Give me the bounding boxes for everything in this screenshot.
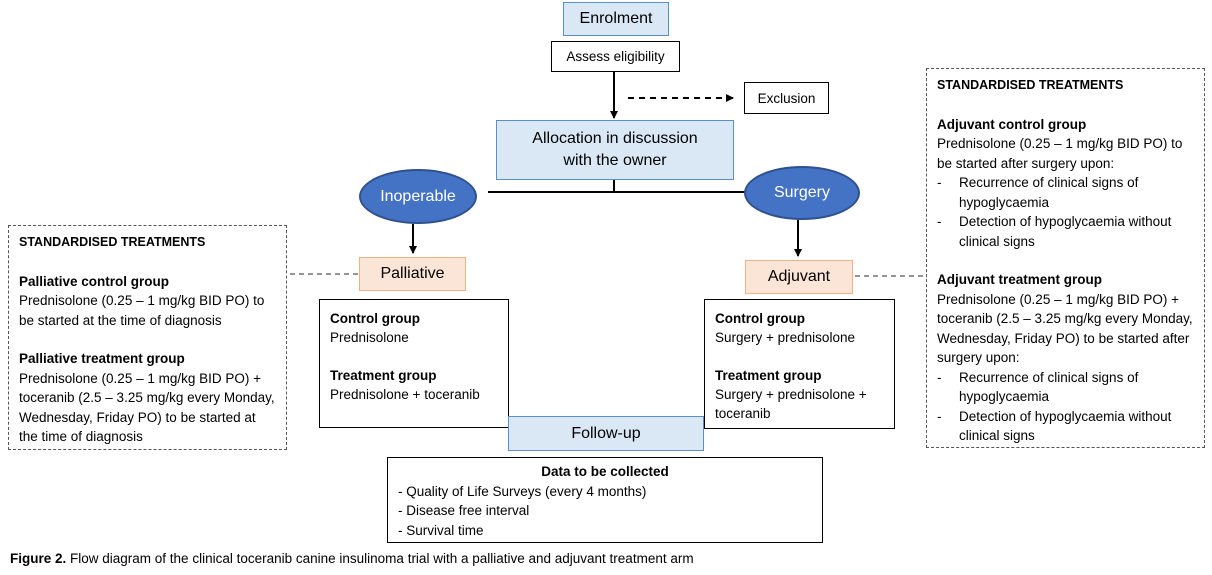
surgery-node: Surgery <box>744 166 860 220</box>
exclusion-node: Exclusion <box>744 82 829 114</box>
adjuvant-treatment-text: Surgery + prednisolone + toceranib <box>715 387 867 421</box>
inoperable-label: Inoperable <box>380 187 456 205</box>
data-collected-box: Data to be collected - Quality of Life S… <box>387 457 823 543</box>
list-item: -Detection of hypoglycaemia without clin… <box>937 214 1172 249</box>
palliative-control-title: Control group <box>330 311 420 326</box>
adjuvant-groups-box: Control group Surgery + prednisolone Tre… <box>704 299 895 429</box>
data-collected-item: - Survival time <box>398 522 484 538</box>
palliative-label: Palliative <box>380 265 445 282</box>
palliative-treatment-title: Treatment group <box>330 368 437 383</box>
data-collected-title: Data to be collected <box>541 464 669 479</box>
assess-eligibility-node: Assess eligibility <box>551 41 680 72</box>
adjuvant-control-title: Control group <box>715 311 805 326</box>
list-item: -Detection of hypoglycaemia without clin… <box>937 408 1172 444</box>
adjuvant-label: Adjuvant <box>767 268 831 285</box>
followup-label: Follow-up <box>571 424 641 442</box>
followup-node: Follow-up <box>508 416 704 451</box>
adjuvant-treatment-group-text: Prednisolone (0.25 – 1 mg/kg BID PO) + t… <box>937 291 1193 366</box>
exclusion-label: Exclusion <box>757 90 816 106</box>
allocation-node: Allocation in discussion with the owner <box>496 120 734 180</box>
figure-caption: Figure 2. Flow diagram of the clinical t… <box>10 551 694 566</box>
adjuvant-treatment-group-title: Adjuvant treatment group <box>937 272 1103 287</box>
left-panel-heading: STANDARDISED TREATMENTS <box>19 235 206 249</box>
palliative-control-group-title: Palliative control group <box>19 273 170 289</box>
adjuvant-control-group-title: Adjuvant control group <box>937 116 1087 132</box>
enrolment-label: Enrolment <box>579 10 653 27</box>
inoperable-node: Inoperable <box>359 169 477 224</box>
palliative-treatment-group-text: Prednisolone (0.25 – 1 mg/kg BID PO) + t… <box>19 370 275 445</box>
caption-text: Flow diagram of the clinical toceranib c… <box>66 551 694 566</box>
assess-eligibility-label: Assess eligibility <box>566 49 665 64</box>
palliative-groups-box: Control group Prednisolone Treatment gro… <box>319 299 509 428</box>
palliative-control-text: Prednisolone <box>330 330 409 345</box>
adjuvant-control-group-text: Prednisolone (0.25 – 1 mg/kg BID PO) to … <box>937 136 1183 171</box>
right-panel-heading: STANDARDISED TREATMENTS <box>937 78 1124 92</box>
data-collected-item: - Disease free interval <box>398 503 530 518</box>
palliative-treatment-text: Prednisolone + toceranib <box>330 387 480 402</box>
right-standardised-treatments-panel: STANDARDISED TREATMENTS Adjuvant control… <box>926 68 1205 448</box>
palliative-control-group-text: Prednisolone (0.25 – 1 mg/kg BID PO) to … <box>19 293 265 328</box>
caption-label: Figure 2. <box>10 551 67 566</box>
left-standardised-treatments-panel: STANDARDISED TREATMENTS Palliative contr… <box>8 225 287 450</box>
adjuvant-treatment-title: Treatment group <box>715 368 822 383</box>
enrolment-node: Enrolment <box>563 2 669 36</box>
palliative-node: Palliative <box>359 257 466 291</box>
surgery-label: Surgery <box>773 184 831 201</box>
list-item: -Recurrence of clinical signs of hypogly… <box>937 369 1139 405</box>
list-item: -Recurrence of clinical signs of hypogly… <box>937 175 1139 210</box>
adjuvant-node: Adjuvant <box>745 260 853 294</box>
allocation-label: Allocation in discussion with the owner <box>532 130 698 169</box>
palliative-treatment-group-title: Palliative treatment group <box>19 351 185 366</box>
data-collected-item: - Quality of Life Surveys (every 4 month… <box>398 483 647 499</box>
adjuvant-control-text: Surgery + prednisolone <box>715 330 855 345</box>
